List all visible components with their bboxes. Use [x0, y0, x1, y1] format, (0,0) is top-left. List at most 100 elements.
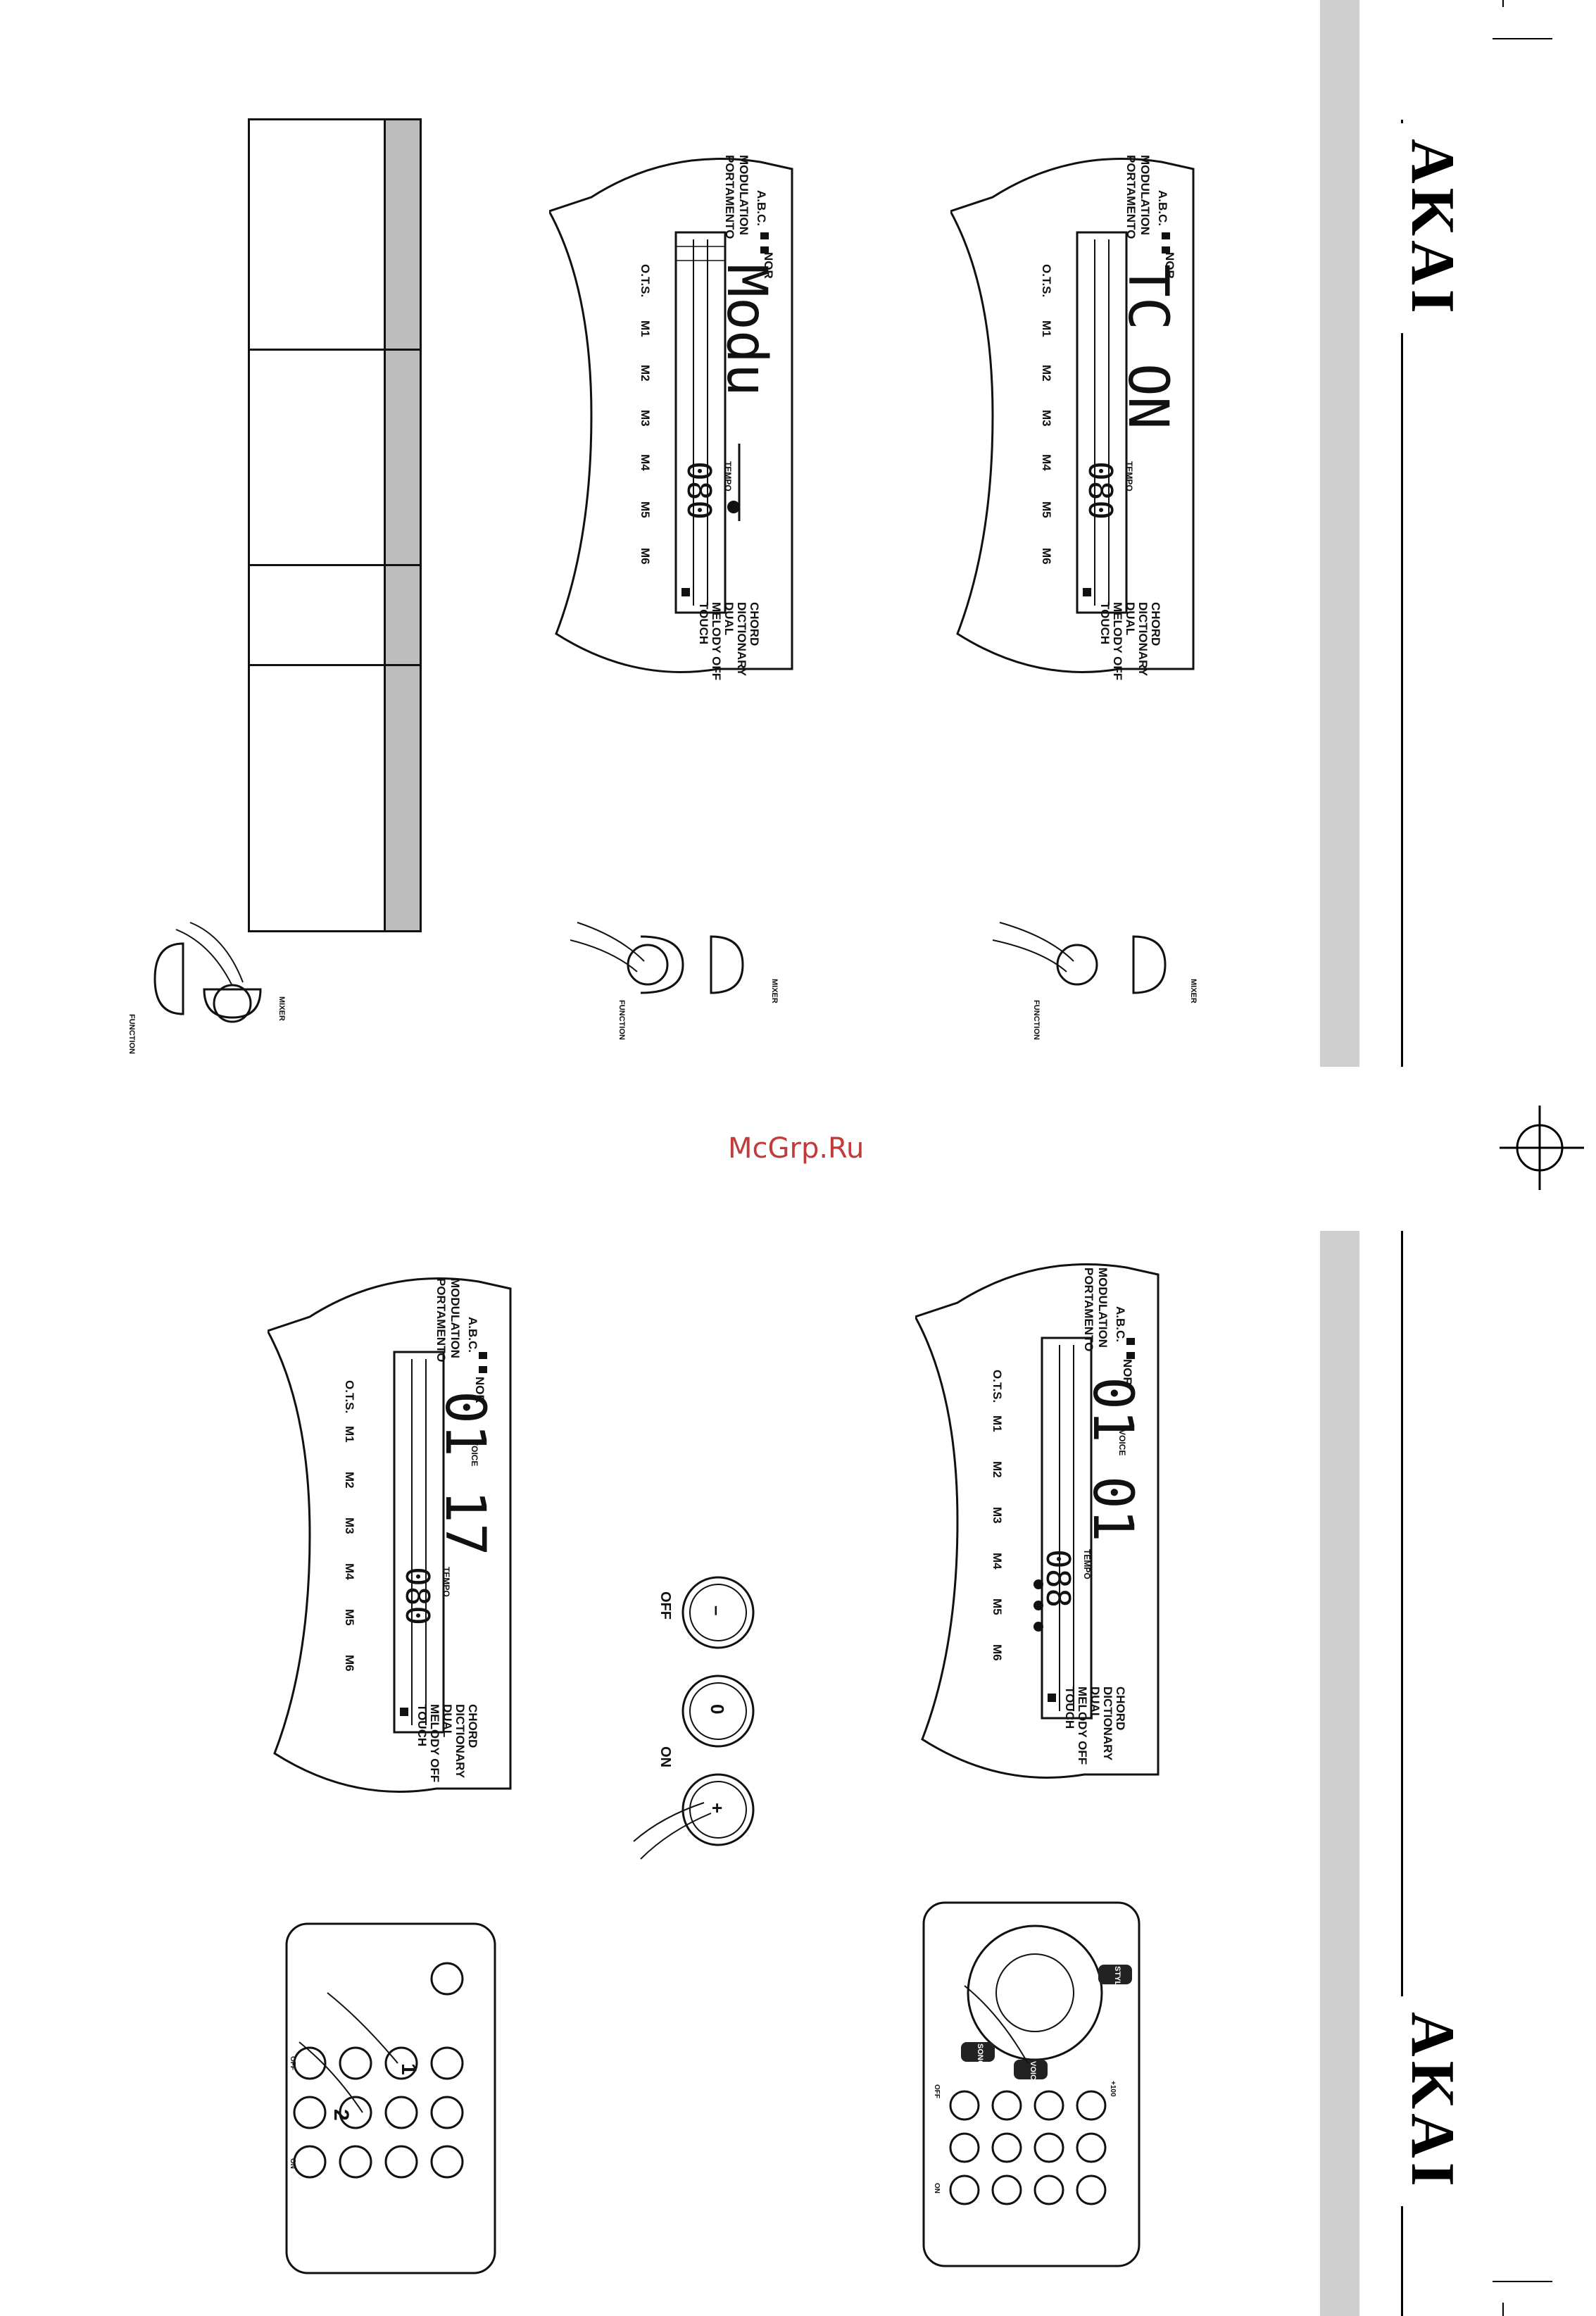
- memory-m3: M3: [1040, 410, 1053, 427]
- watermark: McGrp.Ru: [728, 1132, 865, 1165]
- mixer-label: MIXER: [1189, 979, 1198, 1003]
- memory-m4: M4: [343, 1563, 356, 1580]
- lcd-main-text: 01 01: [1081, 1377, 1144, 1542]
- lcd-tempo-label: TEMPO: [1082, 1549, 1092, 1579]
- touch-label: TOUCH: [1063, 1686, 1076, 1729]
- lcd-tempo-label: TEMPO: [441, 1567, 451, 1597]
- lcd-nor-label: NOR: [1121, 1359, 1134, 1386]
- brand-rule-bottom: [1401, 1231, 1403, 2316]
- lcd-nor-label: NOR: [762, 252, 775, 279]
- brand-strip-bottom: [1320, 1231, 1359, 2316]
- brand-rule-top: [1401, 120, 1403, 1067]
- memory-m3: M3: [343, 1517, 356, 1534]
- touch-label: TOUCH: [415, 1704, 429, 1747]
- memory-m2: M2: [343, 1472, 356, 1489]
- mixer-label: MIXER: [770, 979, 779, 1003]
- dictionary-label: DICTIONARY: [1101, 1686, 1114, 1761]
- voice-button[interactable]: VOICE: [1029, 2061, 1037, 2086]
- table-header-band: [384, 120, 420, 930]
- lcd-tempo-value: 088: [1039, 1549, 1077, 1608]
- table-row: [250, 349, 420, 351]
- lcd-voice-label: VOICE: [470, 1440, 479, 1467]
- portamento-label: PORTAMENTO: [434, 1278, 448, 1363]
- modulation-label: MODULATION: [1096, 1267, 1110, 1348]
- dual-label: DUAL: [1124, 602, 1137, 636]
- melody-off-label: MELODY OFF: [1111, 602, 1124, 681]
- function-mixer-illustration-2: [570, 922, 744, 994]
- melody-off-label: MELODY OFF: [710, 602, 723, 681]
- dial-on-label: ON: [933, 2183, 941, 2193]
- memory-ots: O.T.S.: [1040, 264, 1053, 298]
- lcd-display-touch: [950, 158, 1195, 673]
- memory-m2: M2: [639, 365, 652, 382]
- lcd-nor-label: NOR: [473, 1377, 486, 1403]
- step-buttons-illustration: [633, 1576, 755, 1860]
- dictionary-label: DICTIONARY: [1136, 602, 1150, 677]
- lcd-tempo-value: 080: [398, 1567, 436, 1626]
- lcd-tempo-label: TEMPO: [1124, 461, 1134, 492]
- portamento-label: PORTAMENTO: [1082, 1267, 1095, 1352]
- plus-button[interactable]: +: [707, 1803, 728, 1814]
- memory-m6: M6: [1040, 548, 1053, 565]
- dictionary-label: DICTIONARY: [735, 602, 748, 677]
- lcd-display-voice-b: [915, 1263, 1160, 1779]
- dual-label: DUAL: [1088, 1686, 1102, 1720]
- abc-label: A.B.C.: [1156, 190, 1169, 226]
- memory-m5: M5: [343, 1609, 356, 1626]
- memory-m5: M5: [991, 1598, 1004, 1615]
- memory-m5: M5: [1040, 501, 1053, 518]
- memory-m4: M4: [991, 1553, 1004, 1570]
- touch-label: TOUCH: [1098, 602, 1112, 645]
- function-label: FUNCTION: [617, 1000, 626, 1040]
- table-row: [250, 564, 420, 566]
- style-button[interactable]: STYLE: [1113, 1966, 1121, 1991]
- memory-ots: O.T.S.: [639, 264, 652, 298]
- chord-label: CHORD: [748, 602, 761, 646]
- minus-button[interactable]: –: [707, 1605, 728, 1616]
- lcd-voice-label: VOICE: [1117, 1429, 1127, 1456]
- memory-m1: M1: [639, 320, 652, 337]
- memory-m4: M4: [639, 454, 652, 471]
- lcd-tempo-value: 080: [1081, 461, 1119, 520]
- abc-label: A.B.C.: [755, 190, 768, 226]
- lcd-nor-label: NOR: [1163, 252, 1176, 279]
- portamento-label: PORTAMENTO: [723, 155, 736, 239]
- function-mixer-illustration-3: [992, 922, 1167, 994]
- off-label: OFF: [658, 1591, 673, 1620]
- memory-m2: M2: [991, 1461, 1004, 1478]
- memory-m3: M3: [991, 1507, 1004, 1524]
- memory-m3: M3: [639, 410, 652, 427]
- memory-ots: O.T.S.: [991, 1370, 1004, 1403]
- dual-label: DUAL: [722, 602, 736, 636]
- touch-label: TOUCH: [697, 602, 710, 645]
- function-label: FUNCTION: [1032, 1000, 1041, 1040]
- song-button[interactable]: SONG: [976, 2043, 984, 2067]
- zero-button[interactable]: 0: [707, 1704, 728, 1715]
- keypad-on-label: ON: [289, 2158, 296, 2169]
- abc-label: A.B.C.: [1114, 1306, 1127, 1342]
- keypad-finger-2: 2: [329, 2109, 353, 2121]
- function-mixer-illustration-1: [153, 922, 262, 1023]
- numeric-keypad: [285, 1922, 496, 2274]
- plus100-label: +100: [1109, 2081, 1117, 2097]
- memory-ots: O.T.S.: [343, 1380, 356, 1414]
- memory-m6: M6: [991, 1644, 1004, 1661]
- memory-m6: M6: [639, 548, 652, 565]
- lcd-tempo-value: 080: [680, 461, 718, 520]
- dual-label: DUAL: [441, 1704, 454, 1738]
- abc-label: A.B.C.: [466, 1317, 479, 1353]
- portamento-label: PORTAMENTO: [1124, 155, 1138, 239]
- memory-m1: M1: [991, 1415, 1004, 1432]
- memory-m4: M4: [1040, 454, 1053, 471]
- mixer-label: MIXER: [277, 996, 286, 1021]
- lcd-display-voice-a: [268, 1277, 512, 1793]
- info-table: [248, 118, 422, 932]
- on-label: ON: [658, 1746, 673, 1767]
- memory-m1: M1: [1040, 320, 1053, 337]
- modulation-label: MODULATION: [737, 155, 750, 235]
- lcd-main-text: 01 17: [433, 1391, 496, 1556]
- lcd-display-modulation: [549, 158, 793, 673]
- memory-m5: M5: [639, 501, 652, 518]
- keypad-off-label: OFF: [289, 2056, 296, 2070]
